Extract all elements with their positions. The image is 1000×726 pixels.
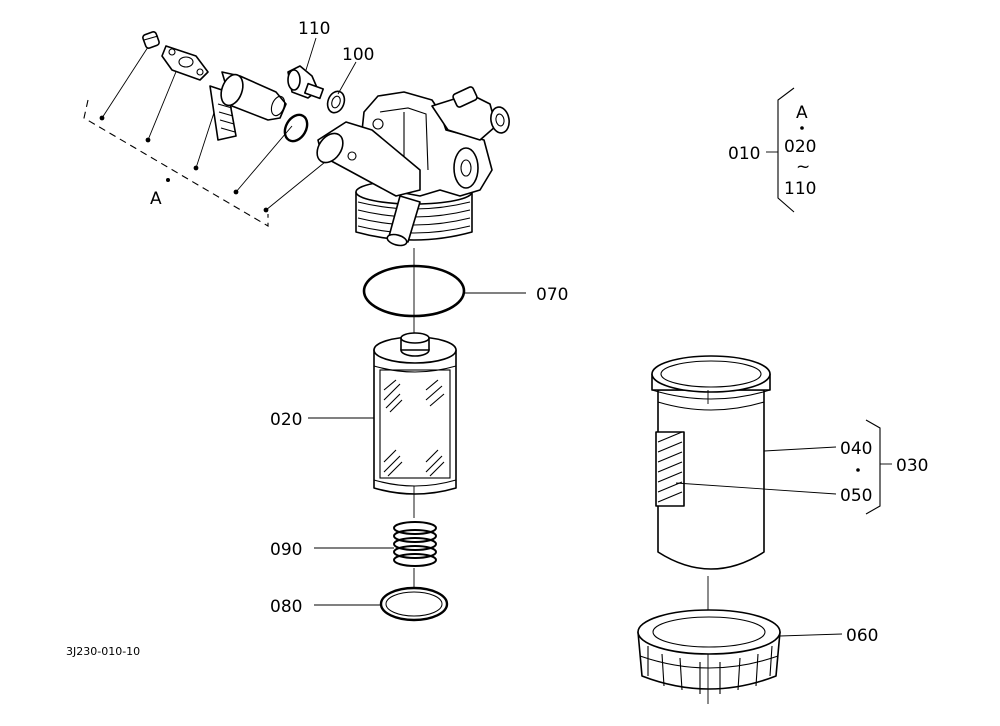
label-020: 020 [270,410,302,430]
label-090: 090 [270,540,302,560]
ring-nut-060: 060 [637,609,878,704]
drawing-code: 3J230-010-10 [66,645,140,658]
assembly-legend: 010 A 020 ~ 110 [728,87,816,213]
bowl-040: 040 050 [651,355,872,626]
group-a-label: A [150,189,162,209]
label-050: 050 [840,486,872,506]
ring-080: 080 [270,586,449,622]
spring-090: 090 [270,521,437,567]
label-080: 080 [270,597,302,617]
label-060: 060 [846,626,878,646]
bleed-screw [142,31,160,49]
label-040: 040 [840,439,872,459]
group-a-bracket: A [83,43,331,227]
label-070: 070 [536,285,568,305]
cock-plug [220,71,287,121]
legend-tilde: ~ [796,157,810,177]
callouts-top: 110 100 [298,19,374,95]
filter-head [316,86,510,247]
label-100: 100 [342,45,374,65]
legend-assembly: 010 [728,144,760,164]
legend-a: A [796,103,808,123]
o-ring-070: 070 [362,248,568,340]
part-110-fitting [287,65,325,100]
legend-from: 020 [784,137,816,157]
filter-element-020: 020 [270,332,457,495]
label-030: 030 [896,456,928,476]
label-110: 110 [298,19,330,39]
part-100-washer [326,90,346,114]
o-ring-small [283,113,309,143]
legend-to: 110 [784,179,816,199]
bracket-030: 030 [865,419,928,515]
flange-gasket [161,45,209,81]
